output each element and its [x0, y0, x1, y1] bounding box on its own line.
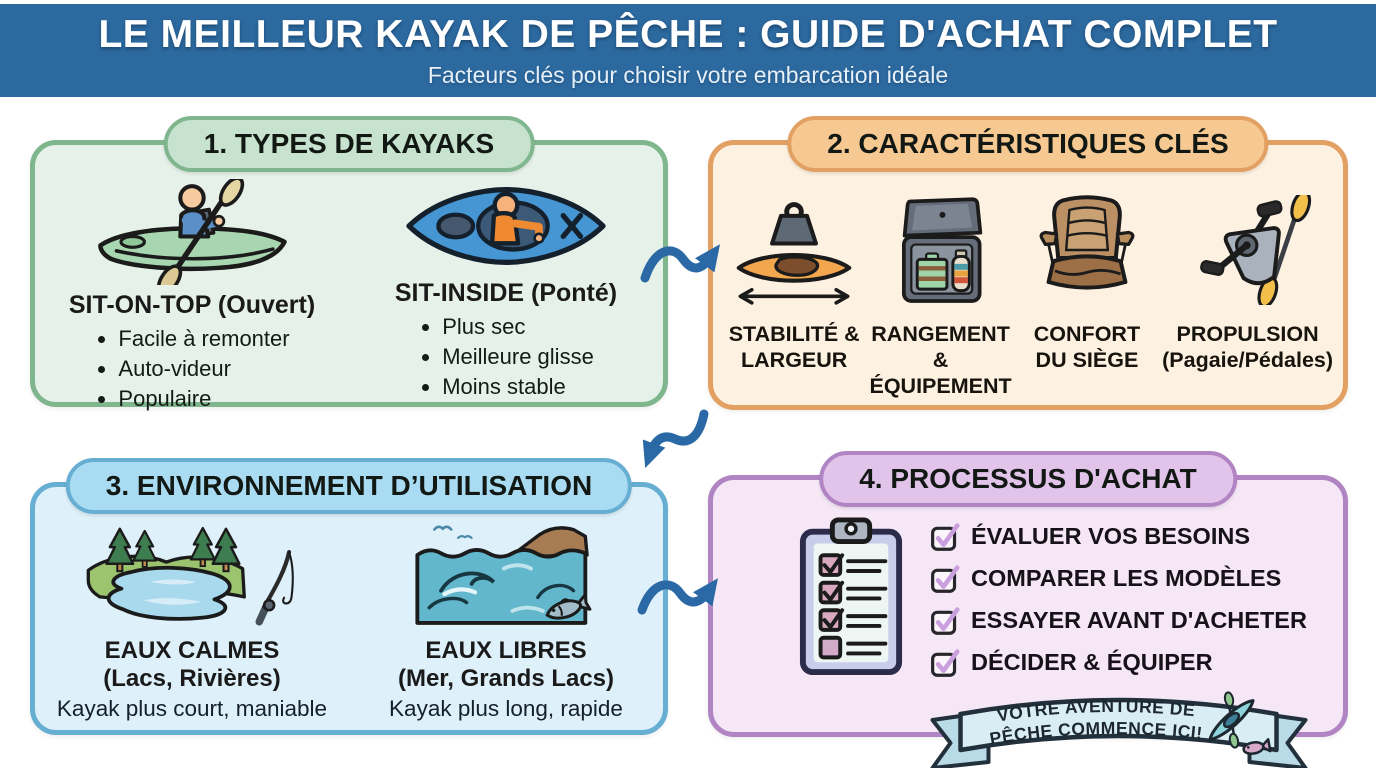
environment-eaux-calmes: EAUX CALMES (Lacs, Rivières) Kayak plus … — [35, 513, 349, 730]
mini-fish-icon — [1242, 738, 1272, 755]
purchase-step: ÉVALUER VOS BESOINS — [929, 520, 1307, 553]
checked-checkbox-icon — [931, 565, 960, 593]
section-caracteristiques-cles: 2. CARACTÉRISTIQUES CLÉS STABILITÉ & — [708, 116, 1348, 410]
feature-label: PROPULSION (Pagaie/Pédales) — [1162, 322, 1334, 373]
bullet-item: Plus sec — [442, 312, 594, 342]
kayak-type-name: SIT-INSIDE (Ponté) — [394, 279, 618, 308]
open-sea-scene-icon — [415, 525, 592, 625]
environment-name: EAUX CALMES — [104, 637, 280, 664]
ribbon-band — [958, 697, 1279, 753]
storage-tackle-box-icon — [901, 196, 982, 303]
purchase-step: DÉCIDER & ÉQUIPER — [929, 646, 1307, 679]
purchase-steps-list: ÉVALUER VOS BESOINS COMPARER LES MODÈLES… — [929, 516, 1307, 679]
bullet-item: Facile à remonter — [118, 324, 289, 354]
calm-lake-scene-icon — [86, 526, 294, 626]
feature-propulsion: PROPULSION (Pagaie/Pédales) — [1160, 191, 1335, 405]
section-environnement-utilisation: 3. ENVIRONNEMENT D’UTILISATION — [30, 458, 668, 735]
environment-description: Kayak plus long, rapide — [389, 696, 623, 721]
feature-confort-siege: CONFORT DU SIÈGE — [1014, 191, 1160, 405]
weight-kayak-width-icon — [736, 202, 852, 305]
environment-description: Kayak plus court, maniable — [56, 696, 328, 721]
environment-subtitle: (Mer, Grands Lacs) — [397, 665, 615, 692]
sit-inside-kayak-icon — [406, 187, 606, 266]
pedal-drive-paddle-icon — [1200, 195, 1312, 305]
feature-rangement-equipement: RANGEMENT & ÉQUIPEMENT — [867, 191, 1013, 405]
bullet-item: Moins stable — [442, 372, 594, 402]
bullet-item: Auto-videur — [118, 354, 289, 384]
checked-checkbox-icon — [931, 523, 960, 551]
kayak-type-sit-inside: SIT-INSIDE (Ponté) Plus sec Meilleure gl… — [349, 179, 663, 402]
kayak-type-name: SIT-ON-TOP (Ouvert) — [68, 291, 316, 319]
purchase-step: COMPARER LES MODÈLES — [929, 562, 1307, 595]
bullet-item: Meilleure glisse — [442, 342, 594, 372]
mini-kayak-icon — [1208, 691, 1255, 749]
kayak-type-sit-on-top: SIT-ON-TOP (Ouvert) Facile à remonter Au… — [35, 179, 349, 411]
environment-eaux-libres: EAUX LIBRES (Mer, Grands Lacs) Kayak plu… — [349, 513, 663, 730]
checked-checkbox-icon — [931, 607, 960, 635]
feature-label: STABILITÉ & LARGEUR — [728, 322, 860, 373]
kayak-type-bullet-list: Facile à remonter Auto-videur Populaire — [94, 324, 289, 414]
section-processus-achat: 4. PROCESSUS D'ACHAT — [708, 451, 1348, 737]
kayak-type-bullet-list: Plus sec Meilleure glisse Moins stable — [418, 312, 594, 402]
bullet-item: Populaire — [118, 384, 289, 414]
section1-title-pill: 1. TYPES DE KAYAKS — [163, 116, 535, 172]
header-banner: LE MEILLEUR KAYAK DE PÊCHE : GUIDE D'ACH… — [0, 4, 1376, 97]
section3-title-pill: 3. ENVIRONNEMENT D’UTILISATION — [65, 458, 633, 514]
adventure-ribbon-banner: VOTRE AVENTURE DE PÊCHE COMMENCE ICI! — [926, 684, 1312, 768]
section-types-de-kayaks: 1. TYPES DE KAYAKS — [30, 116, 668, 411]
page-title: LE MEILLEUR KAYAK DE PÊCHE : GUIDE D'ACH… — [98, 13, 1278, 56]
feature-stabilite-largeur: STABILITÉ & LARGEUR — [721, 191, 867, 405]
kayak-seat-icon — [1039, 195, 1135, 290]
feature-label: RANGEMENT & ÉQUIPEMENT — [869, 322, 1012, 399]
page-subtitle: Facteurs clés pour choisir votre embarca… — [427, 62, 949, 88]
checklist-clipboard-icon — [799, 517, 903, 676]
sit-on-top-kayak-icon — [98, 179, 287, 285]
section4-title-pill: 4. PROCESSUS D'ACHAT — [819, 451, 1237, 507]
checked-checkbox-icon — [931, 649, 960, 677]
feature-label: CONFORT DU SIÈGE — [1033, 322, 1141, 373]
environment-subtitle: (Lacs, Rivières) — [103, 665, 281, 692]
purchase-step: ESSAYER AVANT D'ACHETER — [929, 604, 1307, 637]
section2-title-pill: 2. CARACTÉRISTIQUES CLÉS — [787, 116, 1269, 172]
environment-name: EAUX LIBRES — [425, 637, 587, 664]
arrow-section2-to-section3 — [642, 409, 709, 468]
